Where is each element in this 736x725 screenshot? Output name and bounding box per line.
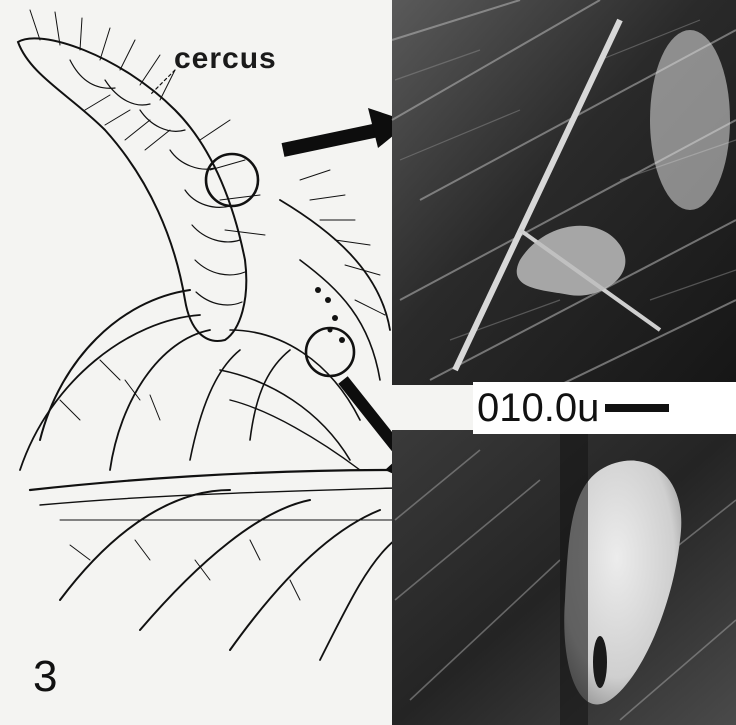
- scale-bar: 010.0u: [473, 382, 736, 434]
- scale-bar-line: [605, 404, 669, 412]
- scale-bar-label: 010.0u: [473, 386, 599, 431]
- line-drawing: [18, 10, 395, 660]
- figure-number: 3: [33, 652, 57, 702]
- arrow-upper: [283, 108, 410, 150]
- sem-micrograph: [392, 0, 736, 725]
- cercus-label: cercus: [174, 42, 277, 76]
